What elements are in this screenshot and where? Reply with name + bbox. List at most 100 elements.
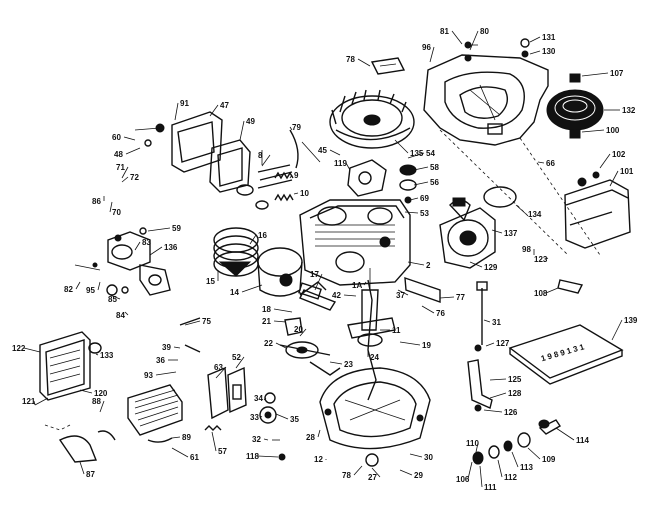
leader-line-52 xyxy=(235,356,245,369)
part-label-96: 96 xyxy=(422,43,431,52)
part-label-72: 72 xyxy=(130,173,139,182)
leader-line-126 xyxy=(483,409,503,413)
owners-manual: 1 9 8 9 1 3 1 xyxy=(508,324,624,385)
washers xyxy=(472,419,561,465)
leader-line-20 xyxy=(299,328,307,337)
part-label-39: 39 xyxy=(162,343,171,352)
part-label-121: 121 xyxy=(22,397,36,406)
part-label-28: 28 xyxy=(306,433,315,442)
leader-line-14 xyxy=(241,284,263,293)
leader-line-60 xyxy=(123,136,136,141)
part-label-23: 23 xyxy=(344,360,353,369)
part-label-37: 37 xyxy=(396,291,405,300)
leader-line-122 xyxy=(23,347,41,353)
piston xyxy=(257,247,303,297)
leader-line-131 xyxy=(529,36,541,43)
leader-line-107 xyxy=(581,72,609,77)
leader-line-137 xyxy=(491,229,503,234)
part-label-125: 125 xyxy=(508,375,522,384)
leader-line-71 xyxy=(121,166,129,179)
leader-line-42 xyxy=(343,294,357,297)
oil-fill-tube xyxy=(467,281,493,412)
leader-line-2 xyxy=(407,261,425,266)
part-label-32: 32 xyxy=(252,435,261,444)
part-label-98: 98 xyxy=(522,245,531,254)
part-label-118: 118 xyxy=(246,452,259,461)
leader-line-22 xyxy=(275,342,287,349)
leader-line-21 xyxy=(273,320,287,323)
part-label-128: 128 xyxy=(508,389,522,398)
leader-line-28 xyxy=(317,429,321,438)
part-label-113: 113 xyxy=(520,463,533,472)
part-label-29: 29 xyxy=(414,471,423,480)
part-label-133: 133 xyxy=(100,351,114,360)
part-label-93: 93 xyxy=(144,371,153,380)
leader-line-45 xyxy=(329,149,341,156)
leader-line-79 xyxy=(289,126,293,131)
part-label-59: 59 xyxy=(172,224,181,233)
connecting-rod xyxy=(298,282,337,311)
leader-line-1A xyxy=(363,281,367,286)
leader-line-133 xyxy=(95,353,99,356)
leader-line-101 xyxy=(609,170,619,187)
leader-line-125 xyxy=(489,378,507,381)
part-label-1A: 1A xyxy=(352,281,362,290)
part-label-84: 84 xyxy=(116,311,125,320)
leader-line-87 xyxy=(79,461,85,475)
leader-line-88 xyxy=(99,400,105,413)
part-label-11: 11 xyxy=(392,326,401,335)
leader-line-78b xyxy=(353,465,363,476)
part-label-57: 57 xyxy=(218,447,227,456)
part-label-132: 132 xyxy=(622,106,636,115)
air-filter xyxy=(44,384,183,463)
leader-line-82 xyxy=(75,281,81,290)
gaskets xyxy=(207,366,247,420)
leader-line-127 xyxy=(485,342,495,347)
leader-line-10 xyxy=(293,192,299,195)
leader-line-114 xyxy=(555,427,575,441)
part-label-66: 66 xyxy=(546,159,555,168)
part-label-20: 20 xyxy=(294,325,303,334)
part-label-34: 34 xyxy=(254,394,263,403)
leader-line-75 xyxy=(184,320,201,326)
leader-line-121 xyxy=(33,400,36,406)
part-label-15: 15 xyxy=(206,277,215,286)
part-label-61: 61 xyxy=(190,453,199,462)
part-label-18: 18 xyxy=(262,305,271,314)
leader-line-91 xyxy=(174,102,179,121)
part-label-107: 107 xyxy=(610,69,624,78)
part-label-49: 49 xyxy=(246,117,255,126)
leader-line-130 xyxy=(529,50,541,55)
leader-line-69 xyxy=(409,197,419,201)
part-label-77: 77 xyxy=(456,293,465,302)
part-label-123: 123 xyxy=(534,255,548,264)
leader-line-63 xyxy=(215,366,227,379)
part-label-63: 63 xyxy=(214,363,223,372)
leader-line-134 xyxy=(515,204,527,215)
part-label-79: 79 xyxy=(292,123,301,132)
leader-line-32 xyxy=(263,438,269,441)
part-label-30: 30 xyxy=(424,453,433,462)
part-label-83: 83 xyxy=(142,238,151,247)
leader-line-111 xyxy=(479,465,483,488)
leader-line-9 xyxy=(289,174,293,179)
part-label-85: 85 xyxy=(108,295,117,304)
grass-screen xyxy=(546,73,604,139)
leader-line-129 xyxy=(469,261,483,268)
leader-line-76 xyxy=(421,305,435,314)
leader-line-81 xyxy=(451,30,463,45)
piston-rings xyxy=(213,227,259,277)
leader-line-112 xyxy=(497,459,503,478)
part-label-139: 139 xyxy=(624,316,638,325)
part-label-82: 82 xyxy=(64,285,73,294)
manual-text: 1 9 8 9 1 3 1 xyxy=(540,342,586,363)
leader-line-57 xyxy=(211,431,217,452)
leader-line-34 xyxy=(263,397,267,401)
part-label-130: 130 xyxy=(542,47,556,56)
part-label-86: 86 xyxy=(92,197,101,206)
leader-line-135 xyxy=(394,139,409,154)
part-label-88: 88 xyxy=(92,397,101,406)
part-label-81: 81 xyxy=(440,27,449,36)
